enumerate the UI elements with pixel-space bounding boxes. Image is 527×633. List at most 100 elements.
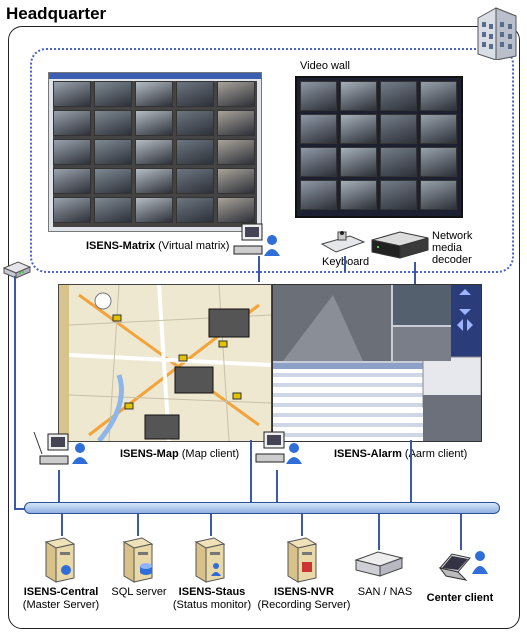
camera-thumbnail <box>135 168 173 194</box>
center-client-label: Center client <box>426 592 494 604</box>
camera-thumbnail <box>380 81 417 111</box>
camera-thumbnail <box>176 139 214 165</box>
camera-thumbnail <box>300 114 337 144</box>
status-wire <box>210 514 212 536</box>
camera-thumbnail <box>53 81 91 107</box>
camera-thumbnail <box>176 168 214 194</box>
camera-thumbnail <box>300 147 337 177</box>
center-client-icon <box>436 546 492 586</box>
map-workstation-icon <box>30 430 92 474</box>
decoder-icon <box>370 228 430 262</box>
camera-thumbnail <box>94 139 132 165</box>
nvr-server-icon <box>282 536 322 584</box>
matrix-label: ISENS-Matrix (Virtual matrix) <box>86 240 229 252</box>
alarm-desc: (Aarm client) <box>404 448 468 460</box>
decoder-label-line1: Network <box>432 230 473 242</box>
camera-thumbnail <box>176 110 214 136</box>
left-wire <box>14 276 16 510</box>
camera-thumbnail <box>217 139 255 165</box>
camera-thumbnail <box>94 81 132 107</box>
camera-thumbnail <box>420 81 457 111</box>
building-icon <box>474 4 520 60</box>
status-desc: (Status monitor) <box>172 599 252 611</box>
camera-thumbnail <box>340 81 377 111</box>
headquarter-title: Headquarter <box>6 4 107 23</box>
nvr-label: ISENS-NVR (Recording Server) <box>252 586 356 612</box>
map-drop-wire <box>58 470 60 506</box>
keyboard-wire <box>344 256 346 272</box>
camera-thumbnail <box>420 114 457 144</box>
nvr-wire <box>301 514 303 536</box>
map-screen-wire <box>250 440 252 506</box>
sql-wire <box>137 514 139 536</box>
alarm-drop-wire <box>276 470 278 506</box>
alarm-workstation-icon <box>254 430 306 470</box>
camera-thumbnail <box>94 197 132 223</box>
camera-thumbnail <box>380 147 417 177</box>
decoder-label: Network media decoder <box>432 230 472 266</box>
matrix-workstation-icon <box>232 222 284 262</box>
central-label: ISENS-Central (Master Server) <box>18 586 104 612</box>
status-server-icon <box>190 536 230 584</box>
network-bus <box>24 502 500 514</box>
camera-thumbnail <box>135 197 173 223</box>
camera-thumbnail <box>176 197 214 223</box>
camera-thumbnail <box>94 110 132 136</box>
nvr-name: ISENS-NVR <box>274 586 334 598</box>
camera-thumbnail <box>380 180 417 210</box>
camera-thumbnail <box>380 114 417 144</box>
map-label: ISENS-Map (Map client) <box>120 448 239 460</box>
camera-thumbnail <box>300 180 337 210</box>
decoder-label-line2: media <box>432 242 462 254</box>
camera-thumbnail <box>420 180 457 210</box>
map-desc: (Map client) <box>181 448 240 460</box>
san-wire <box>378 514 380 550</box>
camera-thumbnail <box>217 110 255 136</box>
camera-thumbnail <box>53 110 91 136</box>
map-name: ISENS-Map <box>120 448 179 460</box>
sql-label: SQL server <box>111 586 167 598</box>
matrix-desc: (Virtual matrix) <box>158 240 230 252</box>
camera-thumbnail <box>217 168 255 194</box>
nvr-desc: (Recording Server) <box>257 599 351 611</box>
decoder-label-line3: decoder <box>432 254 472 266</box>
camera-thumbnail <box>135 139 173 165</box>
camera-thumbnail <box>135 110 173 136</box>
camera-thumbnail <box>135 81 173 107</box>
alarm-label: ISENS-Alarm (Aarm client) <box>334 448 467 460</box>
video-wall-zone <box>30 48 514 273</box>
camera-thumbnail <box>340 114 377 144</box>
san-nas-label: SAN / NAS <box>357 586 413 598</box>
video-wall-title: Video wall <box>300 60 350 72</box>
alarm-screen <box>272 284 482 442</box>
sql-server-icon <box>118 536 158 584</box>
matrix-wire <box>258 256 260 282</box>
video-wall <box>295 76 463 218</box>
camera-thumbnail <box>176 81 214 107</box>
camera-thumbnail <box>217 81 255 107</box>
matrix-screen <box>48 72 262 232</box>
map-screen <box>58 284 272 442</box>
left-bus-wire <box>14 508 30 510</box>
camera-thumbnail <box>217 197 255 223</box>
router-icon <box>2 260 32 280</box>
keyboard-icon <box>320 230 366 254</box>
matrix-name: ISENS-Matrix <box>86 240 156 252</box>
camera-thumbnail <box>300 81 337 111</box>
camera-thumbnail <box>340 180 377 210</box>
san-nas-icon <box>354 550 404 578</box>
central-server-icon <box>40 536 80 584</box>
central-wire <box>61 514 63 536</box>
camera-thumbnail <box>420 147 457 177</box>
alarm-name: ISENS-Alarm <box>334 448 402 460</box>
alarm-screen-wire <box>410 440 412 506</box>
center-client-wire <box>460 514 462 550</box>
camera-thumbnail <box>53 197 91 223</box>
camera-thumbnail <box>53 168 91 194</box>
camera-thumbnail <box>94 168 132 194</box>
status-label: ISENS-Staus (Status monitor) <box>170 586 254 612</box>
headquarter-frame <box>8 26 520 629</box>
status-name: ISENS-Staus <box>178 586 246 598</box>
central-name: ISENS-Central <box>23 586 99 598</box>
camera-thumbnail <box>340 147 377 177</box>
